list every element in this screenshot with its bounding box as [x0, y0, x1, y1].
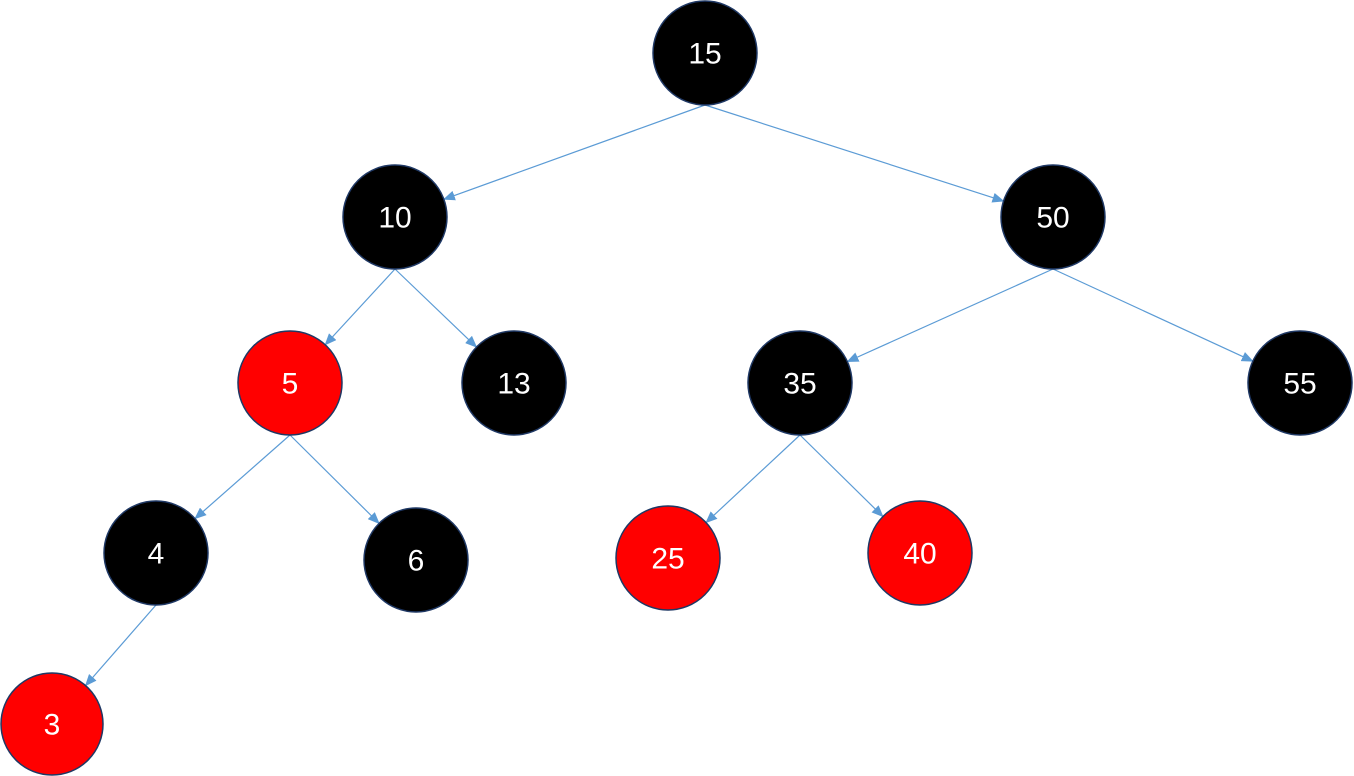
red-node-circle [615, 505, 721, 611]
red-node-circle [867, 500, 973, 606]
edges-layer [84, 104, 1254, 687]
node-label: 15 [688, 38, 721, 71]
node-label: 13 [497, 368, 530, 401]
tree-node-15: 15 [652, 0, 758, 106]
black-node-circle [461, 330, 567, 436]
edge-5-to-4 [194, 434, 291, 520]
tree-node-13: 13 [461, 330, 567, 436]
edge-50-to-55 [1052, 268, 1254, 362]
node-label: 6 [408, 545, 425, 578]
node-label: 50 [1036, 202, 1069, 235]
black-node-circle [342, 164, 448, 270]
black-node-circle [1247, 330, 1353, 436]
edge-5-to-6 [289, 434, 380, 525]
edge-15-to-10 [442, 104, 706, 201]
node-label: 4 [148, 538, 165, 571]
tree-node-40: 40 [867, 500, 973, 606]
node-label: 5 [282, 368, 299, 401]
edge-50-to-35 [846, 268, 1054, 363]
edge-15-to-50 [704, 104, 1005, 203]
red-node-circle [237, 330, 343, 436]
node-label: 40 [903, 538, 936, 571]
edge-35-to-40 [799, 434, 884, 518]
tree-node-50: 50 [1000, 164, 1106, 270]
tree-node-6: 6 [363, 507, 469, 613]
node-label: 10 [378, 202, 411, 235]
node-label: 25 [651, 543, 684, 576]
node-label: 35 [783, 368, 816, 401]
edge-10-to-5 [324, 268, 396, 346]
edge-10-to-13 [394, 268, 478, 348]
tree-node-10: 10 [342, 164, 448, 270]
node-label: 55 [1283, 368, 1316, 401]
node-label: 3 [44, 709, 61, 742]
black-node-circle [1000, 164, 1106, 270]
black-node-circle [652, 0, 758, 106]
black-node-circle [363, 507, 469, 613]
tree-node-5: 5 [237, 330, 343, 436]
red-node-circle [0, 672, 104, 776]
tree-node-4: 4 [103, 500, 209, 606]
edge-4-to-3 [84, 604, 157, 687]
tree-node-25: 25 [615, 505, 721, 611]
tree-node-55: 55 [1247, 330, 1353, 436]
tree-node-3: 3 [0, 672, 104, 776]
black-node-circle [103, 500, 209, 606]
black-node-circle [747, 330, 853, 436]
edge-35-to-25 [705, 434, 801, 524]
tree-node-35: 35 [747, 330, 853, 436]
